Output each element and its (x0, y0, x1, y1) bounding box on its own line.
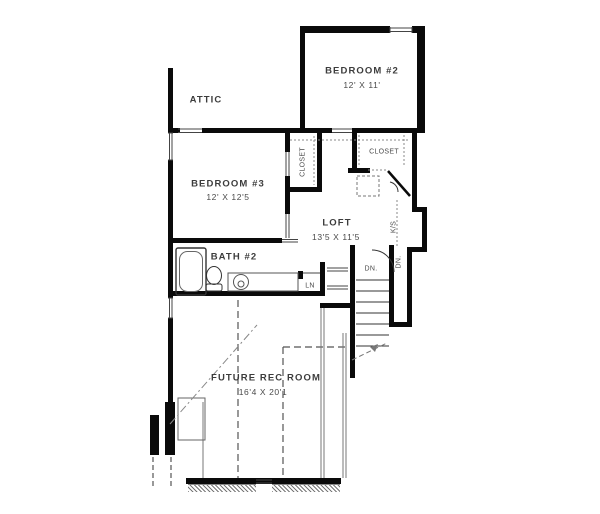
door-swing-arc (371, 249, 395, 273)
walls (150, 26, 427, 484)
stair-direction-line (351, 342, 388, 361)
closet-bedroom2-label: CLOSET (369, 148, 399, 156)
storage-nook-outline (177, 397, 206, 441)
bedroom3-dimensions: 12' X 12'5 (206, 192, 250, 202)
door-leaf (387, 170, 411, 197)
dotted-lines (290, 135, 408, 246)
stair-treads (356, 279, 389, 347)
stair-arrow-icon (370, 344, 378, 352)
bath2-label: BATH #2 (210, 251, 258, 263)
stairs-down-vertical-label: DN. (395, 255, 403, 269)
future-walls (152, 300, 347, 487)
foundation-hatch (188, 484, 256, 492)
loft-label: LOFT (322, 217, 352, 229)
closet-rod-line (358, 135, 405, 166)
windows-and-openings (168, 27, 413, 484)
stairs (351, 249, 395, 361)
stairs-down-label: DN. (364, 265, 378, 273)
future-rec-room-label: FUTURE REC ROOM (211, 372, 321, 384)
ceiling-slope-line (169, 324, 258, 425)
bedroom2-label: BEDROOM #2 (325, 65, 399, 77)
window-icon (168, 297, 173, 319)
loft-dimensions: 13'5 X 11'5 (312, 232, 360, 242)
doors (387, 170, 411, 197)
linen-label: LN (305, 282, 315, 290)
bathtub-icon (175, 247, 207, 296)
window-icon (168, 132, 173, 161)
closet-bedroom3-label: CLOSET (299, 147, 307, 177)
window-icon (389, 27, 413, 33)
bath-fixtures (175, 247, 299, 296)
toilet-icon (205, 266, 223, 292)
bedroom2-dimensions: 12' X 11' (343, 80, 381, 90)
vanity-sink-icon (227, 272, 299, 292)
attic-label: ATTIC (189, 94, 223, 106)
bedroom3-label: BEDROOM #3 (191, 178, 265, 190)
foundation-hatch (272, 484, 340, 492)
knee-space-label: K/S (390, 220, 398, 234)
door-swing-arc (389, 181, 399, 193)
future-rec-room-dimensions: 16'4 X 20'1 (238, 387, 288, 397)
attic-access-outline (356, 175, 380, 197)
